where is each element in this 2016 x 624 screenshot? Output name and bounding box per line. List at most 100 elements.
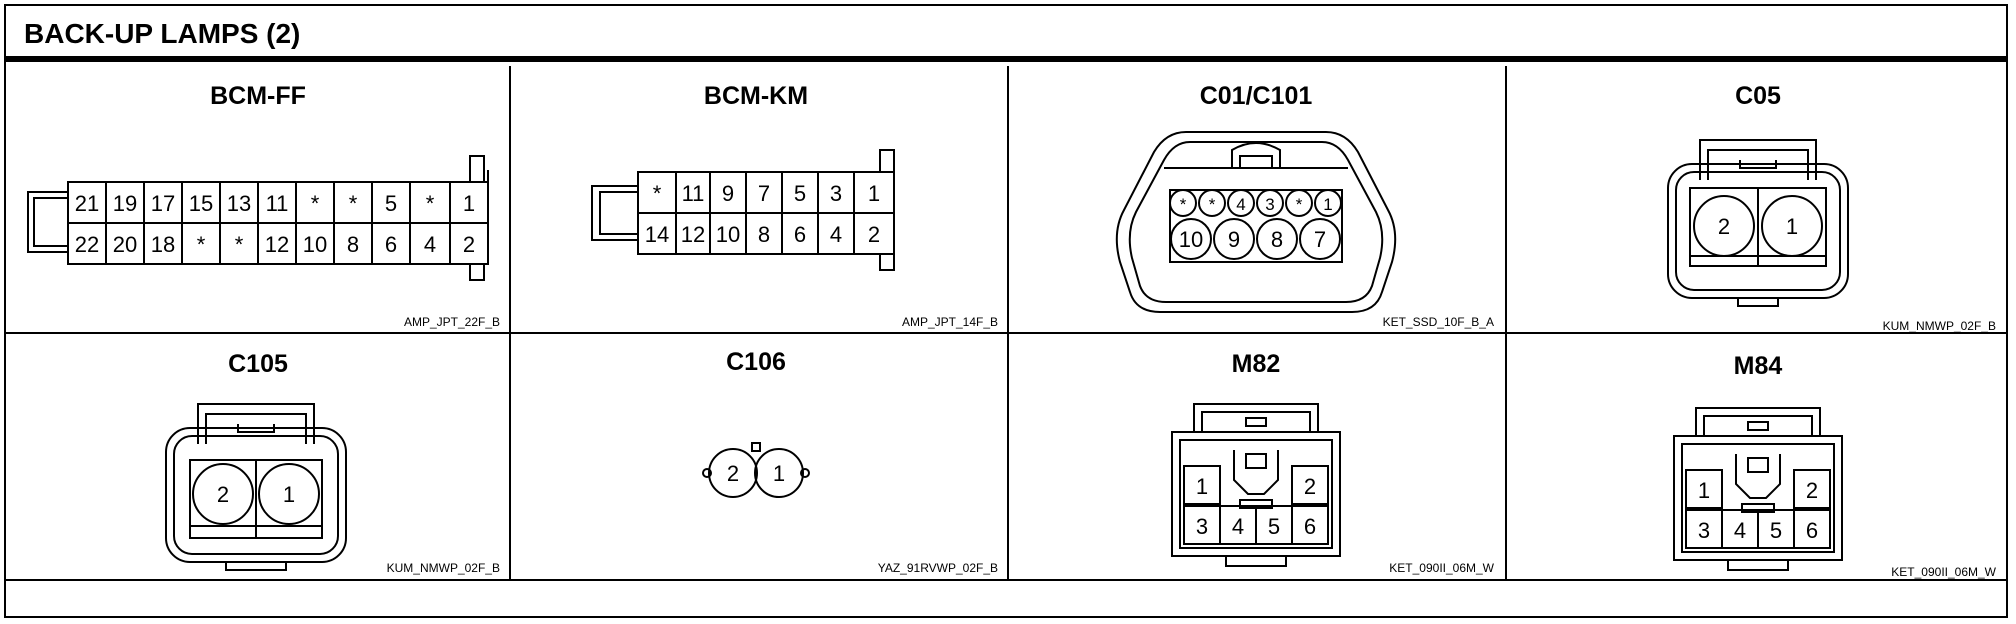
pin-label: 10: [716, 222, 740, 247]
bcm-km-body: [591, 149, 895, 271]
connector-name: M84: [1734, 352, 1783, 380]
pin-label: 5: [385, 191, 397, 216]
connector-bcm-ff: BCM-FF 21 19 17 15 13 11 * * 5 * 1: [27, 82, 500, 329]
pin-label: 11: [682, 181, 705, 206]
connector-name: C01/C101: [1200, 82, 1313, 110]
pin-label: 10: [303, 232, 327, 257]
pin-label: 6: [1806, 518, 1818, 543]
pin-label: *: [197, 232, 206, 257]
c05-body: [1667, 139, 1849, 307]
connector-name: BCM-KM: [704, 82, 808, 110]
m84-pins: 1 2 3 4 5 6: [1698, 478, 1818, 543]
pin-label: 2: [217, 482, 229, 507]
diagram-frame: [4, 4, 2008, 618]
connector-code: AMP_JPT_22F_B: [404, 315, 500, 329]
pin-label: 1: [1196, 474, 1208, 499]
pin-label: 14: [645, 222, 669, 247]
c105-pins: 2 1: [217, 482, 295, 507]
c01-pin-circles: [1169, 189, 1343, 263]
connector-name: C106: [726, 348, 786, 376]
pin-label: 3: [1698, 518, 1710, 543]
page-title: BACK-UP LAMPS (2): [6, 6, 2006, 62]
pin-label: 6: [385, 232, 397, 257]
c05-pins: 2 1: [1718, 214, 1798, 239]
pin-label: 9: [722, 181, 734, 206]
c01-pins: * * 4 3 * 1 10 9 8 7: [1179, 195, 1333, 252]
pin-label: 10: [1179, 227, 1203, 252]
connector-m82: M82 1 2 3 4 5 6 KET_090II_06M_W: [1171, 350, 1495, 575]
pin-label: 2: [1718, 214, 1730, 239]
pin-label: 1: [1323, 195, 1332, 214]
pin-label: 3: [1265, 195, 1274, 214]
connector-code: YAZ_91RVWP_02F_B: [878, 561, 998, 575]
pin-label: 4: [1734, 518, 1746, 543]
pin-label: 15: [189, 191, 213, 216]
connector-c05: C05 2 1 KUM_NMWP_02F_B: [1667, 82, 1996, 333]
pin-label: *: [235, 232, 244, 257]
connector-c105: C105 2 1 KUM_NMWP_02F_B: [165, 350, 500, 575]
pin-label: 22: [75, 232, 99, 257]
pin-label: 18: [151, 232, 175, 257]
connector-name: C105: [228, 350, 288, 378]
pin-label: 1: [773, 461, 785, 486]
connector-code: KUM_NMWP_02F_B: [387, 561, 500, 575]
connector-code: KET_090II_06M_W: [1891, 565, 1996, 579]
pin-label: 5: [1770, 518, 1782, 543]
pin-label: 19: [113, 191, 137, 216]
pin-label: 17: [151, 191, 175, 216]
pin-label: 1: [868, 181, 880, 206]
pin-label: 1: [1786, 214, 1798, 239]
pin-label: 12: [681, 222, 705, 247]
pin-label: 4: [424, 232, 436, 257]
pin-label: *: [311, 191, 320, 216]
pin-label: 5: [1268, 514, 1280, 539]
pin-label: 5: [794, 181, 806, 206]
connector-code: KET_SSD_10F_B_A: [1383, 315, 1494, 329]
pin-label: 3: [830, 181, 842, 206]
pin-label: 1: [463, 191, 475, 216]
connector-name: C05: [1735, 82, 1781, 110]
bcm-ff-pins: 21 19 17 15 13 11 * * 5 * 1 22 20 18 * *…: [75, 191, 475, 257]
pin-label: 11: [266, 191, 289, 216]
pin-label: 21: [75, 191, 99, 216]
pin-label: *: [1296, 195, 1303, 214]
c106-body: [702, 442, 810, 498]
pin-label: *: [653, 181, 662, 206]
c106-pins: 2 1: [727, 461, 785, 486]
m82-pins: 1 2 3 4 5 6: [1196, 474, 1316, 539]
pin-label: 2: [1304, 474, 1316, 499]
pin-label: 4: [1236, 195, 1245, 214]
pin-label: 3: [1196, 514, 1208, 539]
pin-label: 1: [1698, 478, 1710, 503]
pin-label: 4: [1232, 514, 1244, 539]
connector-m84: M84 1 2 3 4 5 6 KET_090II_06M_W: [1673, 352, 1997, 579]
pin-label: 8: [1271, 227, 1283, 252]
connector-name: M82: [1232, 350, 1281, 378]
pin-label: *: [426, 191, 435, 216]
connector-name: BCM-FF: [210, 82, 306, 110]
pin-label: 2: [727, 461, 739, 486]
m82-body: [1171, 403, 1341, 567]
connector-code: KET_090II_06M_W: [1389, 561, 1494, 575]
pin-label: 2: [463, 232, 475, 257]
pin-label: 6: [1304, 514, 1316, 539]
bcm-ff-body: [27, 155, 489, 281]
connector-code: KUM_NMWP_02F_B: [1883, 319, 1996, 333]
pin-label: 9: [1228, 227, 1240, 252]
pin-label: 2: [1806, 478, 1818, 503]
connector-c106: C106 2 1 YAZ_91RVWP_02F_B: [702, 348, 998, 575]
pin-label: 8: [347, 232, 359, 257]
bcm-km-pins: * 11 9 7 5 3 1 14 12 10 8 6 4 2: [645, 181, 880, 247]
connector-code: AMP_JPT_14F_B: [902, 315, 998, 329]
grid-lines: [6, 66, 2006, 581]
pin-label: 6: [794, 222, 806, 247]
pin-label: 7: [1314, 227, 1326, 252]
pin-label: 8: [758, 222, 770, 247]
pin-label: 2: [868, 222, 880, 247]
c105-body: [165, 403, 347, 571]
pin-label: 13: [227, 191, 251, 216]
connector-c01-c101: C01/C101 * * 4 3 * 1 10 9 8 7: [1115, 82, 1494, 329]
pin-label: 1: [283, 482, 295, 507]
